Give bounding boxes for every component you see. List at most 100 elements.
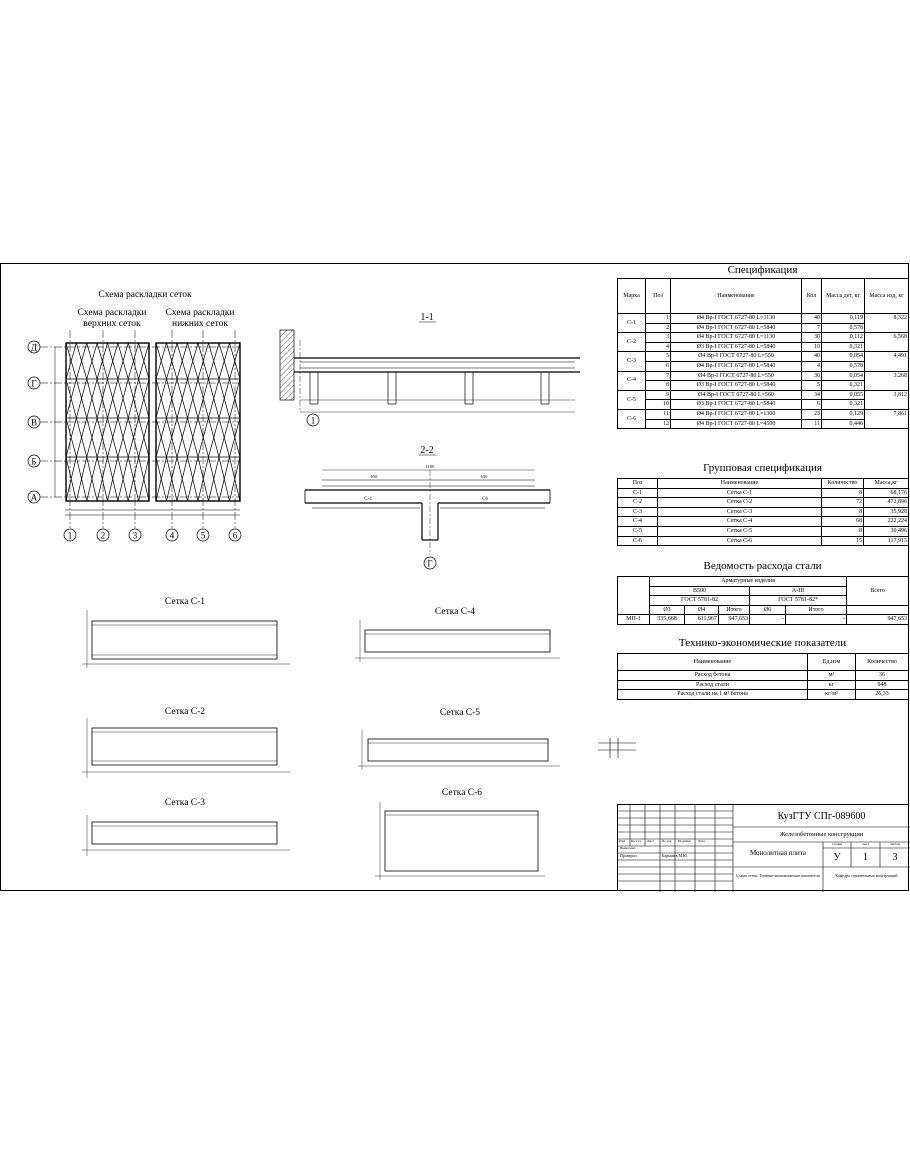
group-header-qty: Количество <box>821 478 864 489</box>
stamp-stage: У <box>833 852 841 863</box>
steel-class-1: В500 <box>649 585 750 597</box>
spec-pos: 3 <box>645 332 671 343</box>
spec-mass: 0,578 <box>821 360 865 372</box>
spec-pos: 12 <box>645 418 671 430</box>
spec-name: Ø4 Вр-I ГОСТ 6727-80 L=1130 <box>670 313 802 324</box>
section-2-dim-top: 1100 <box>426 464 436 469</box>
spec-title: Спецификация <box>727 264 798 276</box>
steel-gost-1: ГОСТ 5781-82 <box>649 595 750 606</box>
spec-name: Ø3 Вр-I ГОСТ 6727-80 L=5840 <box>670 341 802 353</box>
spec-header-mark: Марка <box>617 278 646 314</box>
tep-header-name: Наименование <box>617 653 808 671</box>
stamp-role-1: Выполнил <box>620 846 636 850</box>
steel-class-2: А-III <box>748 585 848 597</box>
spec-total: 7,861 <box>864 408 909 430</box>
spec-qty: 34 <box>801 389 822 401</box>
section-2-dim-left: 650 <box>371 474 379 479</box>
spec-pos: 10 <box>645 399 671 410</box>
plan-top-meshes <box>65 342 150 502</box>
tep-header-unit: Ед.изм <box>807 653 856 671</box>
scheme-top-title-2: верхних сеток <box>83 319 141 329</box>
mesh-c6-title: Сетка С-6 <box>442 788 482 798</box>
section-1-axis-bubble <box>306 413 320 427</box>
svg-text:3: 3 <box>133 531 138 541</box>
stamp-code: КузГТУ СПг-089600 <box>777 811 866 822</box>
spec-total: 3,812 <box>864 389 909 410</box>
stamp-row-koluch: Кол.уч <box>631 839 641 843</box>
svg-text:2: 2 <box>101 531 106 541</box>
spec-header-mass-item: Масса изд, кг <box>864 278 909 314</box>
group-header-mass: Масса,кг <box>863 478 909 489</box>
spec-mark: С-2 <box>617 332 646 353</box>
spec-total: 4,491 <box>864 351 909 372</box>
spec-mass: 0,119 <box>821 313 865 324</box>
spec-name: Ø3 Вр-I ГОСТ 6727-80 L=5840 <box>670 380 802 391</box>
spec-mass: 0,055 <box>821 389 865 401</box>
spec-pos: 5 <box>645 351 671 362</box>
svg-text:Г: Г <box>427 559 432 569</box>
section-1-title: 1-1 <box>420 312 433 323</box>
spec-qty: 4 <box>801 360 822 372</box>
steel-header-products: Арматурные изделия <box>648 576 848 587</box>
stamp-row-list: Лист <box>647 839 655 843</box>
svg-text:5: 5 <box>201 531 206 541</box>
mesh-c1-title: Сетка С-1 <box>165 597 205 607</box>
stamp-sheet-header: лист <box>862 842 869 846</box>
stamp-row-izm: Изм <box>619 839 626 843</box>
spec-mark: С-6 <box>617 408 646 430</box>
spec-pos: 11 <box>645 408 671 420</box>
spec-pos: 8 <box>645 380 671 391</box>
spec-name: Ø4 Вр-I ГОСТ 6727-80 L=4500 <box>670 418 802 430</box>
stamp-sheets-header: листов <box>889 842 901 846</box>
stamp-role-2: Проверил <box>620 853 637 858</box>
mesh-c3-title: Сетка С-3 <box>165 798 205 808</box>
spec-mark: С-1 <box>617 312 646 334</box>
steel-title: Ведомость расхода стали <box>703 560 822 572</box>
steel-itogo-1: Итого <box>718 604 750 616</box>
stamp-row-sign: Подпись <box>678 839 691 843</box>
spec-qty: 30 <box>801 370 822 382</box>
scheme-bottom-title-2: нижних сеток <box>172 319 228 329</box>
spec-mass: 0,321 <box>821 380 865 391</box>
spec-name: Ø4 Вр-I ГОСТ 6727-80 L=1300 <box>670 408 802 420</box>
svg-text:Г: Г <box>31 379 36 389</box>
spec-name: Ø4 Вр-I ГОСТ 6727-80 L=560 <box>670 389 802 401</box>
steel-d6: Ø6 <box>749 604 786 616</box>
spec-qty: 23 <box>801 408 822 420</box>
steel-gost-2: ГОСТ 5781-82* <box>748 595 848 606</box>
spec-pos: 7 <box>645 370 671 382</box>
svg-text:Б: Б <box>31 457 36 467</box>
steel-row-mark: МП-1 <box>617 614 650 625</box>
spec-pos: 2 <box>645 322 671 334</box>
svg-text:1: 1 <box>68 531 73 541</box>
svg-text:6: 6 <box>233 531 238 541</box>
mesh-c3-drawing <box>82 815 290 856</box>
svg-text:4: 4 <box>170 531 175 541</box>
spec-mass: 0,129 <box>821 408 865 420</box>
spec-pos: 6 <box>645 360 671 372</box>
stamp-sheets: 3 <box>892 852 898 863</box>
spec-mark: С-4 <box>617 370 646 391</box>
stamp-subject: Железобетонные конструкции <box>779 831 864 838</box>
mesh-c2-title: Сетка С-2 <box>165 707 205 717</box>
spec-name: Ø4 Вр-I ГОСТ 6727-80 L=1130 <box>670 332 802 343</box>
steel-d4: Ø4 <box>684 604 719 616</box>
stamp-left-note: Схема сеток, Технико-экономические показ… <box>736 873 820 878</box>
group-header-name: Наименование <box>657 478 822 489</box>
mesh-c4-drawing <box>355 620 560 662</box>
spec-name: Ø4 Вр-I ГОСТ 6727-80 L=550 <box>670 351 802 362</box>
group-header-pos: Поз <box>617 478 658 489</box>
spec-mass: 0,578 <box>821 322 865 334</box>
spec-pos: 9 <box>645 389 671 401</box>
plan-axes <box>40 330 240 528</box>
section-2-axis-bubble <box>423 556 437 570</box>
spec-qty: 30 <box>801 332 822 343</box>
spec-mass: 0,321 <box>821 341 865 353</box>
spec-header-qty: Кол <box>801 278 822 314</box>
steel-row-itogo2: - <box>784 614 848 625</box>
